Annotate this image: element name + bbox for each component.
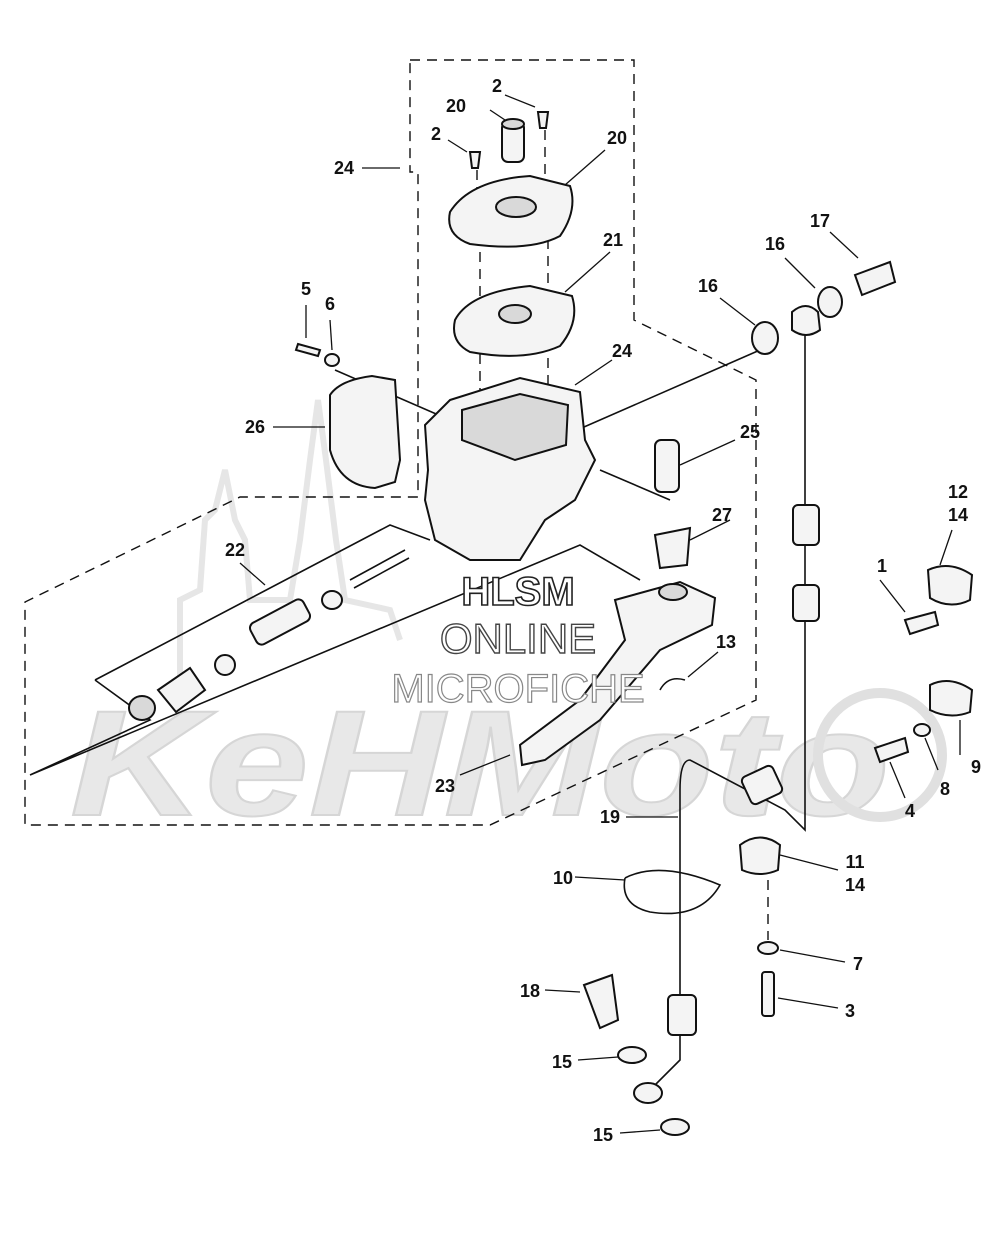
hose-clamp-9 (929, 680, 974, 717)
screw-3 (761, 971, 775, 1017)
callout-labels: 1 2 2 3 4 5 6 7 8 9 10 11 14 12 14 13 15… (225, 76, 981, 1145)
callout-16: 16 (765, 234, 785, 254)
callout-1: 1 (877, 556, 887, 576)
callout-6: 6 (325, 294, 335, 314)
lever-assembly (518, 439, 717, 767)
banjo-fitting-upper (791, 305, 822, 336)
guide-pin (599, 469, 671, 501)
callout-16: 16 (698, 276, 718, 296)
hose-ferrule-mid (792, 584, 820, 622)
callout-5: 5 (301, 279, 311, 299)
lock-washer-8 (913, 723, 931, 737)
pivot-pin-part (654, 439, 680, 493)
callout-10: 10 (553, 868, 573, 888)
callout-9: 9 (971, 757, 981, 777)
callout-12: 12 (948, 482, 968, 502)
reservoir-assembly (423, 111, 597, 561)
washer-16-right (817, 286, 843, 318)
clamp-part (329, 374, 402, 490)
retaining-seal-part (128, 695, 156, 721)
clamp-assembly (294, 342, 402, 490)
callout-14: 14 (845, 875, 865, 895)
watermark-line1: HLSM (461, 570, 574, 614)
banjo-bolt-17 (853, 260, 897, 297)
callout-2: 2 (492, 76, 502, 96)
screw-right-part (536, 111, 550, 129)
callout-24: 24 (612, 341, 632, 361)
callout-18: 18 (520, 981, 540, 1001)
piston-assembly (128, 549, 410, 721)
callout-8: 8 (940, 779, 950, 799)
hose-ferrule-lower (667, 994, 697, 1036)
callout-26: 26 (245, 417, 265, 437)
hlsm-watermark: HLSM ONLINE MICROFICHE (391, 569, 646, 711)
cover-hole (495, 196, 537, 218)
washer-15-lower (660, 1118, 690, 1136)
banjo-fitting-lower (633, 1082, 663, 1104)
banjo-bolt-18 (582, 973, 620, 1030)
piston-part (248, 598, 312, 646)
skyline-watermark (177, 399, 403, 700)
screw-1 (903, 610, 940, 636)
hose-assembly (582, 260, 974, 1136)
callout-14: 14 (948, 505, 968, 525)
callout-21: 21 (603, 230, 623, 250)
cable-strap-10 (623, 869, 722, 915)
brand-watermark-text: KeHMoto (70, 679, 890, 847)
clamp-washer-part (324, 353, 340, 367)
leader-lines (239, 94, 961, 1134)
diaphragm-center (498, 304, 532, 324)
hose-clamp-12 (926, 565, 974, 606)
watermark-line2: ONLINE (440, 615, 596, 662)
hose-ferrule-bend (740, 764, 784, 806)
washer-16-left (751, 321, 779, 355)
reservoir-well (461, 392, 570, 462)
washer-15-upper (617, 1046, 647, 1064)
callout-24: 24 (334, 158, 354, 178)
washer-7 (757, 941, 779, 955)
callout-17: 17 (810, 211, 830, 231)
bushing-part (653, 526, 692, 570)
brake-hose (639, 330, 806, 1101)
callout-27: 27 (712, 505, 732, 525)
sight-glass-top (501, 118, 525, 130)
callout-19: 19 (600, 807, 620, 827)
wheel-watermark (813, 688, 947, 822)
hose-ferrule-upper (792, 504, 820, 546)
watermark-line3: MICROFICHE (391, 667, 644, 711)
callout-20: 20 (446, 96, 466, 116)
boot-part (156, 666, 207, 714)
screw-left-part (468, 151, 482, 169)
callout-25: 25 (740, 422, 760, 442)
piston-axis-box (29, 524, 641, 776)
clutch-lever-part (518, 580, 717, 767)
callout-23: 23 (435, 776, 455, 796)
callout-20: 20 (607, 128, 627, 148)
callout-15: 15 (593, 1125, 613, 1145)
assembly-boundaries (24, 59, 757, 826)
callout-13: 13 (716, 632, 736, 652)
callout-15: 15 (552, 1052, 572, 1072)
screw-4 (873, 736, 910, 764)
lever-pivot (658, 583, 688, 601)
o-ring-part (214, 654, 236, 676)
callout-2: 2 (431, 124, 441, 144)
hose-clamp-11 (738, 836, 782, 875)
callout-7: 7 (853, 954, 863, 974)
callout-3: 3 (845, 1001, 855, 1021)
cup-seal-part (321, 590, 343, 610)
callout-4: 4 (905, 801, 915, 821)
retaining-ring-part (659, 677, 686, 691)
callout-11: 11 (845, 852, 864, 872)
reservoir-boundary (24, 59, 757, 826)
spring-part (349, 549, 410, 589)
callout-22: 22 (225, 540, 245, 560)
clamp-screw-part (294, 342, 322, 358)
brand-watermark: KeHMoto (69, 399, 947, 848)
